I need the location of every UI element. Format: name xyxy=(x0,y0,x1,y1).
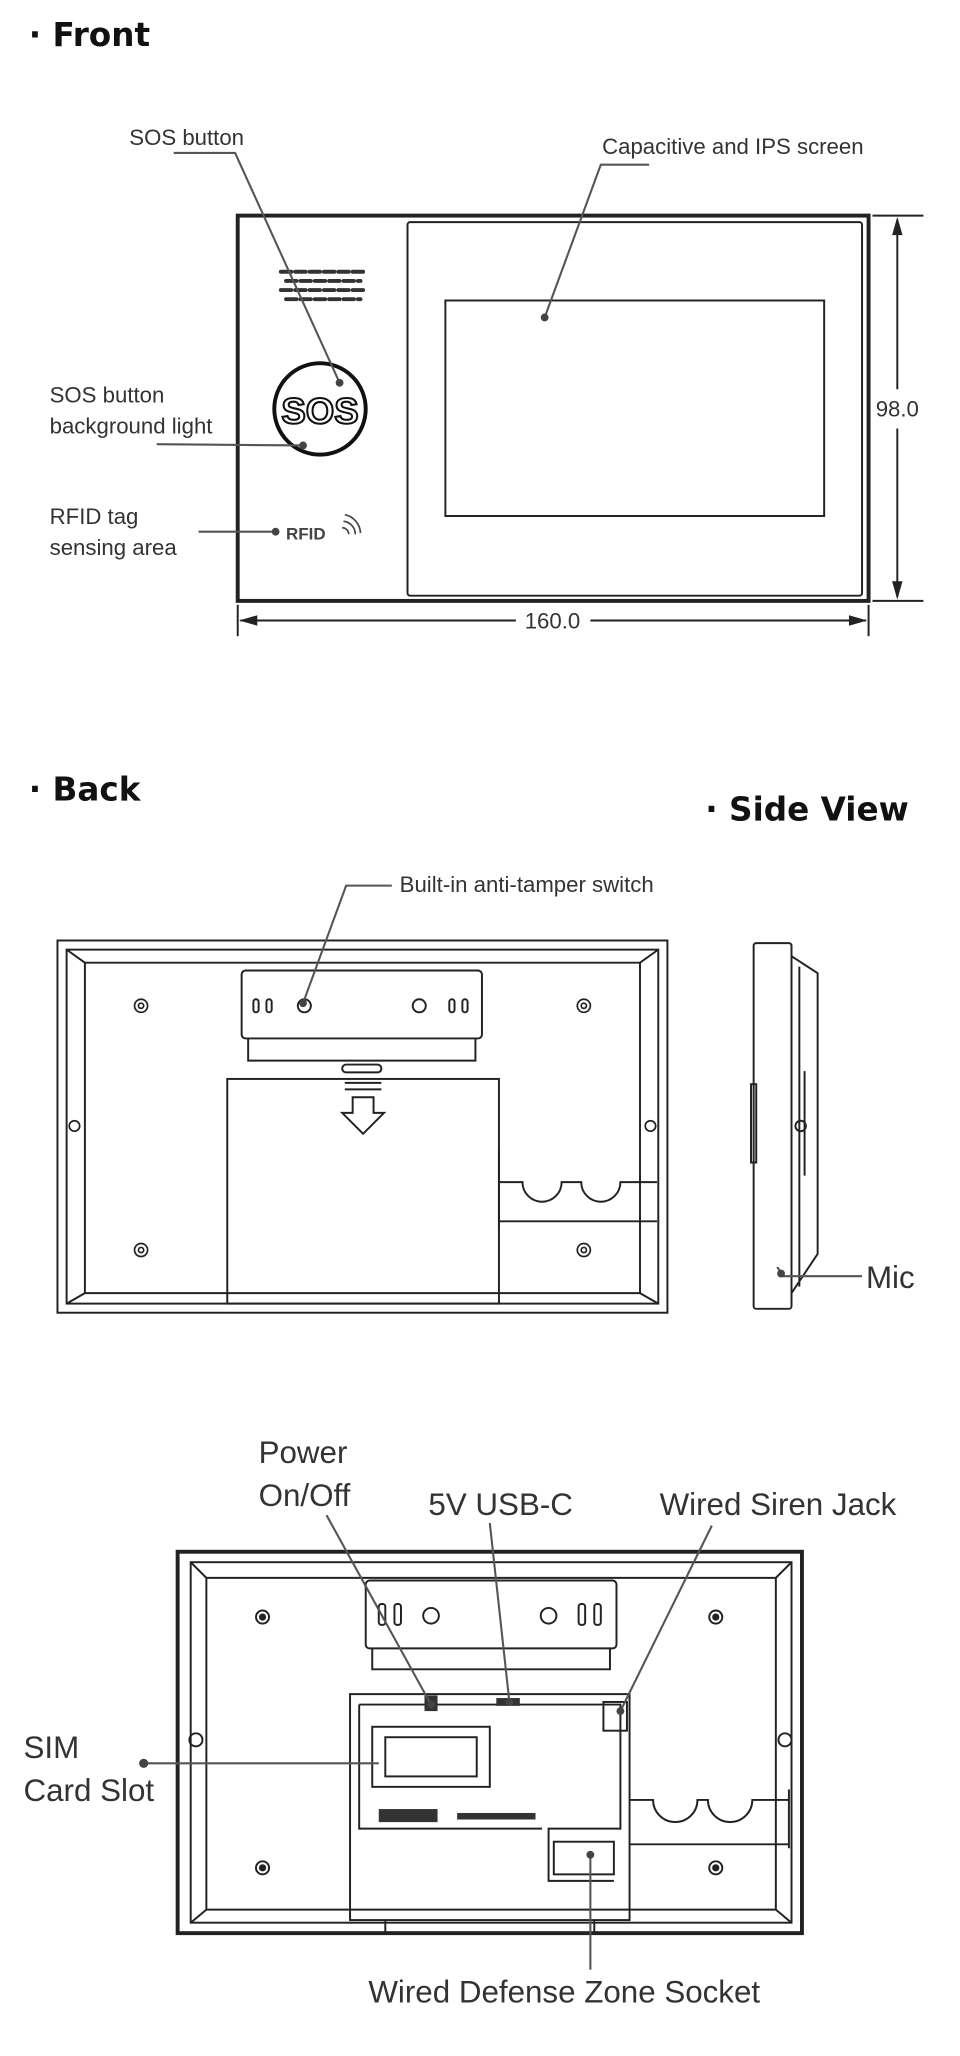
height-label: 98.0 xyxy=(876,397,919,422)
screen xyxy=(444,299,826,517)
sim-card-slot xyxy=(371,1725,491,1788)
back-section: · Back Built-in anti-tamper switch xyxy=(29,771,669,1314)
tamper-bracket xyxy=(240,969,483,1062)
label-sos-light-1: SOS button xyxy=(50,382,165,407)
battery-compartment xyxy=(349,1693,631,1922)
interior-section: Power On/Off 5V USB-C Wired Siren Jack S… xyxy=(24,1435,897,2009)
width-label: 160.0 xyxy=(525,608,581,633)
label-rfid-1: RFID tag xyxy=(50,504,139,529)
battery-cover xyxy=(226,1077,500,1305)
label-siren: Wired Siren Jack xyxy=(660,1487,897,1522)
rfid-wave-icon xyxy=(342,513,362,535)
label-tamper: Built-in anti-tamper switch xyxy=(400,872,654,897)
cable-cutout xyxy=(497,1149,657,1228)
label-screen: Capacitive and IPS screen xyxy=(602,134,863,159)
back-heading: · Back xyxy=(29,771,142,809)
label-zone: Wired Defense Zone Socket xyxy=(368,1974,760,2009)
label-power-1: Power xyxy=(259,1435,348,1470)
zone-socket xyxy=(552,1840,615,1876)
front-section: · Front SOS RFID 98.0 160.0 S xyxy=(29,16,924,637)
back-outline xyxy=(56,939,669,1314)
sos-text: SOS xyxy=(281,390,358,431)
sos-button-icon xyxy=(272,361,368,457)
side-section: · Side View Mic xyxy=(705,790,915,1310)
speaker-grille-icon xyxy=(278,269,368,302)
interior-outline xyxy=(175,1549,804,1936)
side-heading: · Side View xyxy=(705,790,909,828)
label-sos-button: SOS button xyxy=(129,125,244,150)
label-power-2: On/Off xyxy=(259,1478,351,1513)
label-mic: Mic xyxy=(866,1260,915,1295)
label-sos-light-2: background light xyxy=(50,414,213,439)
height-dimension: 98.0 xyxy=(872,214,924,602)
screen-bezel xyxy=(406,221,864,597)
label-rfid-2: sensing area xyxy=(50,535,178,560)
screw-holes xyxy=(68,998,657,1258)
label-sim-2: Card Slot xyxy=(24,1773,155,1808)
label-usb: 5V USB-C xyxy=(428,1487,573,1522)
front-heading: · Front xyxy=(29,16,150,54)
label-sim-1: SIM xyxy=(24,1730,80,1765)
tamper-bracket-interior xyxy=(364,1579,618,1671)
side-outline xyxy=(752,942,793,1310)
rfid-text: RFID xyxy=(286,525,326,544)
arrow-down-icon xyxy=(339,1063,387,1136)
width-dimension: 160.0 xyxy=(236,604,870,637)
front-device-outline xyxy=(235,213,871,603)
